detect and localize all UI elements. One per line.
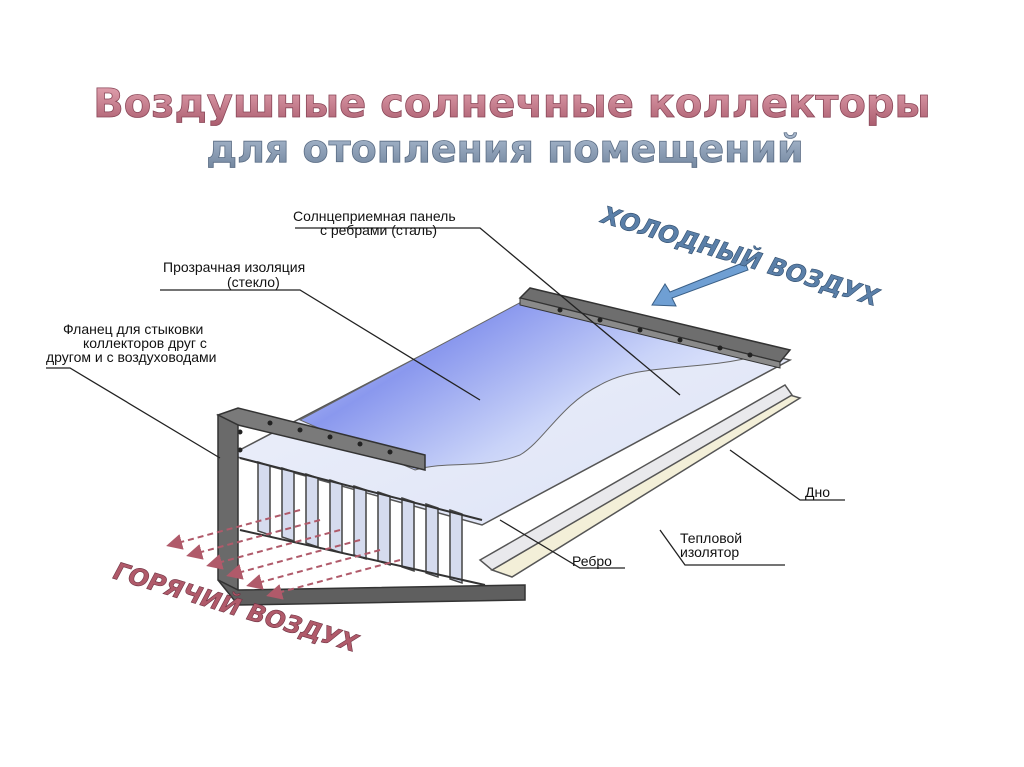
leader-lines <box>46 227 845 569</box>
cold-air-label: ХОЛОДНЫЙ ВОЗДУХ <box>596 199 883 312</box>
title-line-1: Воздушные солнечные коллекторы <box>93 81 930 127</box>
flange-label-2: коллекторов друг с <box>83 335 207 351</box>
back-flange-bolts <box>557 307 753 358</box>
flange-label-1: Фланец для стыковки <box>63 321 203 337</box>
glass-cover <box>298 299 762 471</box>
absorber-label-2: с ребрами (сталь) <box>320 222 437 238</box>
bottom-label: Дно <box>805 484 830 500</box>
absorber-label-1: Солнцеприемная панель <box>293 208 456 224</box>
insulation-label-1: Тепловой <box>680 530 742 546</box>
bottom-front-edge <box>239 529 486 586</box>
flange-label-3: другом и с воздуховодами <box>46 349 216 365</box>
glazing-label-2: (стекло) <box>227 274 280 290</box>
title-line-2: для отопления помещений <box>206 127 803 171</box>
glazing-label-1: Прозрачная изоляция <box>163 259 305 275</box>
cold-air-arrow <box>651 261 749 307</box>
absorber-front-edge <box>239 457 483 521</box>
front-flange-side <box>217 413 239 592</box>
hot-air-arrows <box>166 509 401 600</box>
bottom-plate <box>478 384 794 571</box>
front-flange-bottom <box>217 579 526 606</box>
rib-label: Ребро <box>572 553 612 569</box>
insulation-label-2: изолятор <box>680 544 739 560</box>
